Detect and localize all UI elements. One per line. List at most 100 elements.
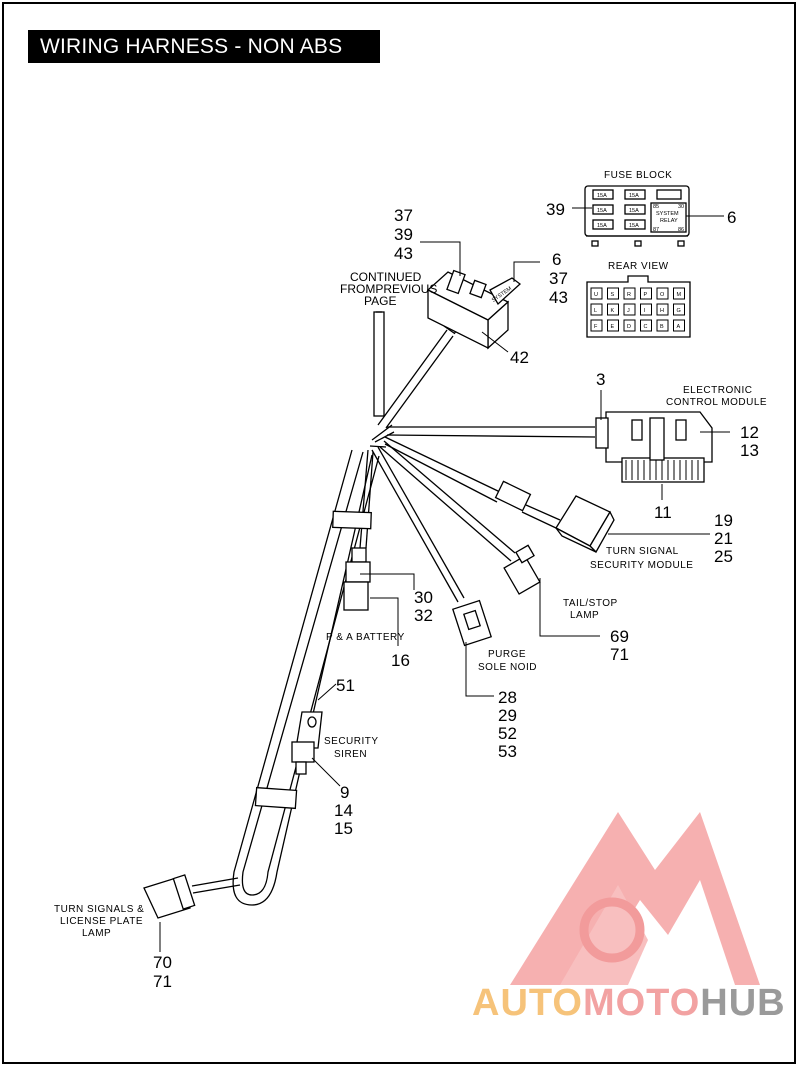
tail-stop-connector [503, 544, 541, 595]
connector-pin [623, 319, 636, 332]
fuse-label: 15A [629, 223, 639, 229]
connector-pin [640, 319, 652, 332]
relay-pin: 85 [653, 204, 659, 210]
callout-number: 28 [498, 688, 517, 707]
rear-view-label: REAR VIEW [608, 261, 669, 272]
fuse-relay-connectors: SYSTEM [426, 269, 522, 350]
callout-number: 6 [727, 208, 736, 227]
connector-pin [673, 287, 685, 300]
fuse-block-label: FUSE BLOCK [604, 170, 672, 181]
lamp-label: LAMP [82, 928, 111, 939]
callout-number: 12 [740, 423, 759, 442]
connector-pin [673, 303, 685, 316]
tsm-label: TURN SIGNAL [606, 546, 679, 557]
pa-battery-label: P & A BATTERY [326, 632, 405, 643]
callout-number: 11 [654, 503, 672, 522]
callout-number: 21 [714, 529, 733, 548]
connector-pin-label: B [660, 324, 664, 330]
watermark-part: HUB [700, 982, 786, 1024]
fuse-label: 15A [597, 223, 607, 229]
license-lamp-connector [143, 874, 241, 919]
fuse-label: 15A [629, 193, 639, 199]
callout-number: 53 [498, 742, 517, 761]
callout-number: 6 [552, 250, 561, 269]
continued-label: PAGE [364, 294, 396, 308]
callout-number: 43 [394, 244, 413, 263]
connector-pin [590, 287, 603, 300]
siren-label: SIREN [334, 749, 367, 760]
relay-pin: 87 [653, 227, 659, 233]
leader-lines [159, 207, 730, 952]
callout-numbers: 37 39 43 6 37 43 42 39 6 3 12 13 11 19 2… [153, 200, 759, 991]
callout-number: 30 [414, 588, 433, 607]
callout-number: 19 [714, 511, 733, 530]
component-labels: CONTINUED FROMPREVIOUS PAGE ELECTRONIC C… [54, 270, 767, 939]
connector-pin-label: G [677, 308, 681, 314]
connector-pin [607, 319, 619, 332]
harness-clamp [332, 510, 372, 530]
callout-number: 9 [340, 783, 349, 802]
callout-number: 32 [414, 606, 433, 625]
purge-solenoid-connector [451, 599, 493, 647]
relay-label: RELAY [660, 218, 678, 224]
connector-pin [607, 287, 619, 300]
callout-number: 37 [549, 269, 568, 288]
connector-pin-label: D [627, 324, 631, 330]
ecm-label: ELECTRONIC [683, 385, 752, 396]
connector-pin-label: U [594, 292, 598, 298]
callout-number: 43 [549, 288, 568, 307]
callout-number: 39 [394, 225, 413, 244]
callout-number: 70 [153, 953, 172, 972]
fuse-label: 15A [597, 208, 607, 214]
callout-number: 51 [336, 676, 355, 695]
siren-label: SECURITY [324, 736, 379, 747]
fuse-block: FUSE BLOCK 15A 15A 15A 15A 15A 15A 85 30… [584, 170, 690, 247]
connector-pin-label: M [677, 292, 682, 298]
fuse-label: 15A [597, 193, 607, 199]
harness-wires [232, 311, 596, 906]
tail-stop-label: TAIL/STOP [563, 598, 618, 609]
callout-number: 15 [334, 819, 353, 838]
electronic-control-module [595, 411, 713, 483]
connector-pin-label: F [594, 324, 598, 330]
callout-number: 29 [498, 706, 517, 725]
callout-number: 14 [334, 801, 353, 820]
callout-number: 25 [714, 547, 733, 566]
continued-label: FROMPREVIOUS [340, 282, 437, 296]
connector-pin [656, 303, 669, 316]
connector-pin [590, 319, 603, 332]
lamp-label: LICENSE PLATE [60, 916, 143, 927]
connector-pin-label: A [677, 324, 681, 330]
callout-number: 16 [391, 651, 410, 670]
connector-pin-label: E [611, 324, 615, 330]
callout-number: 52 [498, 724, 517, 743]
connector-pin-label: P [644, 292, 648, 298]
connector-pin [656, 287, 669, 300]
connector-pin [656, 319, 669, 332]
callout-number: 37 [394, 206, 413, 225]
watermark-wordmark: AUTOMOTOHUB [472, 982, 786, 1025]
callout-number: 42 [510, 348, 529, 367]
connector-pin-label: O [660, 292, 665, 298]
purge-label: PURGE [488, 649, 526, 660]
connector-pin-label: I [644, 308, 646, 314]
turn-signal-security-module [555, 495, 615, 554]
fuse-label: 15A [629, 208, 639, 214]
connector-pin-label: R [627, 292, 631, 298]
relay-label: SYSTEM [656, 211, 679, 217]
watermark-part: MOTO [582, 982, 701, 1024]
watermark-part: AUTO [472, 982, 583, 1024]
connector-pin [623, 287, 636, 300]
connector-pin [607, 303, 619, 316]
connector-pin-label: L [594, 308, 597, 314]
callout-number: 71 [153, 972, 172, 991]
callout-number: 71 [610, 645, 629, 664]
connector-pin [673, 319, 685, 332]
connector-pin [623, 303, 636, 316]
watermark-logo [510, 812, 760, 985]
callout-number: 13 [740, 441, 759, 460]
